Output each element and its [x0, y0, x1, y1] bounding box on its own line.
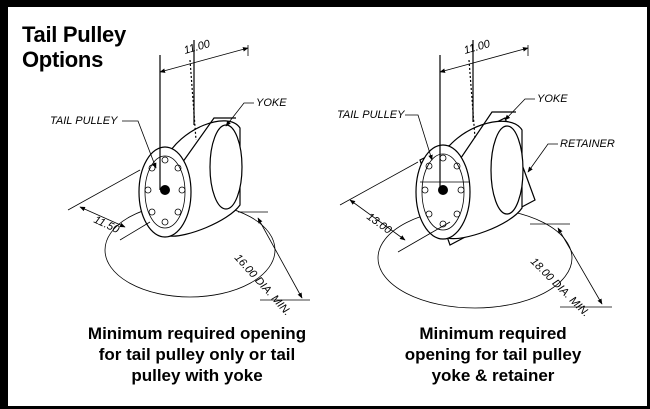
left-face-ring	[144, 155, 186, 229]
right-hatch	[468, 59, 476, 139]
left-side-dim-text: 11.50	[92, 214, 122, 237]
diagram-title: Tail Pulley Options	[22, 22, 126, 72]
right-side-dim-line	[349, 199, 406, 241]
right-leader-yoke	[504, 98, 535, 121]
right-opening-dim-text: 18.00 DIA. MIN.	[528, 256, 592, 320]
right-face-ring	[421, 153, 465, 231]
right-top-dim-line	[439, 47, 529, 73]
right-top-dim-text: 11.00	[463, 38, 493, 57]
right-leader-pulley	[405, 114, 433, 161]
left-top-dim-line	[159, 47, 249, 73]
right-label-retainer: RETAINER	[560, 138, 615, 150]
right-side-dim-text: 13.00	[364, 211, 394, 237]
left-label-tail-pulley: TAIL PULLEY	[50, 115, 118, 127]
left-leader-yoke	[225, 102, 254, 127]
right-assembly: 11.00 TAIL PULLEY YOKE RETAINER 13.00 18…	[337, 38, 615, 320]
left-top-dim-text: 11.00	[183, 38, 213, 57]
left-drum-end	[209, 124, 243, 210]
right-face-holes	[421, 154, 465, 228]
right-label-tail-pulley: TAIL PULLEY	[337, 109, 405, 121]
right-side-ext-2	[397, 221, 451, 253]
right-opening-dim-line	[557, 227, 603, 305]
left-side-ext-1	[67, 169, 141, 211]
left-yoke	[169, 117, 236, 181]
right-caption: Minimum required opening for tail pulley…	[404, 324, 582, 385]
left-face-holes	[144, 156, 186, 226]
left-hub	[160, 185, 170, 195]
left-hatch	[189, 59, 197, 141]
left-label-yoke: YOKE	[256, 97, 287, 109]
left-assembly: 11.00 TAIL PULLEY YOKE 11.50 16.00 DIA. …	[50, 38, 310, 318]
left-side-dim-line	[79, 206, 126, 228]
left-opening-dim-line	[257, 217, 303, 299]
left-leader-pulley	[122, 120, 157, 169]
right-drum-end	[490, 125, 524, 215]
right-label-yoke: YOKE	[537, 93, 568, 105]
left-caption: Minimum required opening for tail pulley…	[87, 324, 307, 385]
left-side-ext-2	[119, 221, 151, 241]
right-side-ext-1	[339, 161, 419, 206]
right-leader-retainer	[527, 143, 558, 173]
left-opening-dim-text: 16.00 DIA. MIN.	[232, 252, 293, 318]
